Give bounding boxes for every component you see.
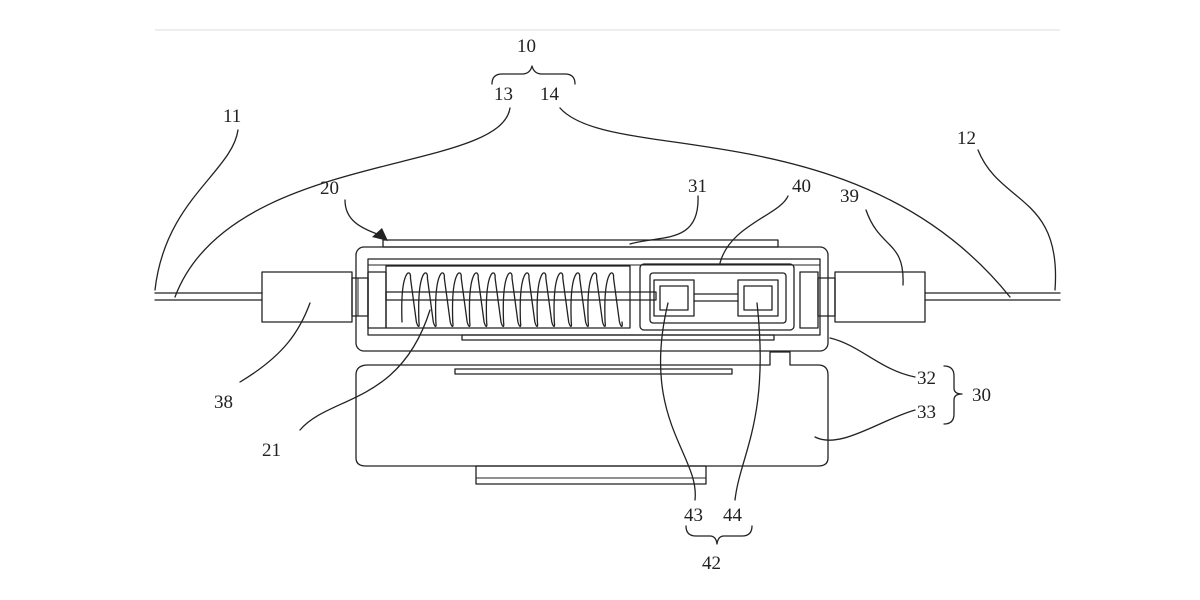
label-14: 14 — [540, 84, 560, 105]
housing-bottom-slot — [461, 334, 775, 341]
label-39: 39 — [840, 186, 859, 207]
leader-21 — [299, 309, 431, 431]
connector-39 — [817, 271, 926, 323]
arrow-20 — [344, 199, 388, 241]
label-20: 20 — [320, 178, 339, 199]
leader-lines — [154, 107, 1057, 501]
leader-43 — [659, 302, 696, 501]
brace-10 — [491, 65, 576, 85]
wire-12 — [924, 292, 1061, 301]
leader-39 — [865, 209, 904, 286]
label-43: 43 — [684, 505, 703, 526]
label-10: 10 — [517, 36, 536, 57]
leader-11 — [154, 129, 239, 291]
leader-13 — [174, 107, 511, 298]
leader-32 — [829, 337, 916, 378]
leader-12 — [977, 149, 1057, 291]
label-38: 38 — [214, 392, 233, 413]
spring-21 — [401, 272, 623, 328]
label-13: 13 — [494, 84, 513, 105]
base-body-33 — [355, 351, 829, 485]
label-40: 40 — [792, 176, 811, 197]
label-42: 42 — [702, 553, 721, 574]
brace-30 — [943, 365, 963, 425]
terminal-43 — [653, 279, 695, 317]
label-30: 30 — [972, 385, 991, 406]
leader-38 — [239, 302, 311, 383]
label-21: 21 — [262, 440, 281, 461]
leader-44 — [734, 302, 761, 501]
label-31: 31 — [688, 176, 707, 197]
switch-assembly-40 — [639, 263, 795, 331]
label-32: 32 — [917, 368, 936, 389]
label-33: 33 — [917, 402, 936, 423]
brace-42 — [685, 525, 753, 545]
label-44: 44 — [723, 505, 743, 526]
leader-14 — [559, 107, 1011, 298]
connector-38 — [261, 271, 369, 323]
terminal-bridge — [693, 293, 739, 302]
leader-40 — [719, 195, 789, 264]
leader-33 — [814, 409, 916, 441]
label-11: 11 — [223, 106, 241, 127]
leader-31 — [629, 195, 699, 245]
label-12: 12 — [957, 128, 976, 149]
wire-11 — [154, 292, 263, 301]
top-cover-plate — [382, 239, 779, 248]
